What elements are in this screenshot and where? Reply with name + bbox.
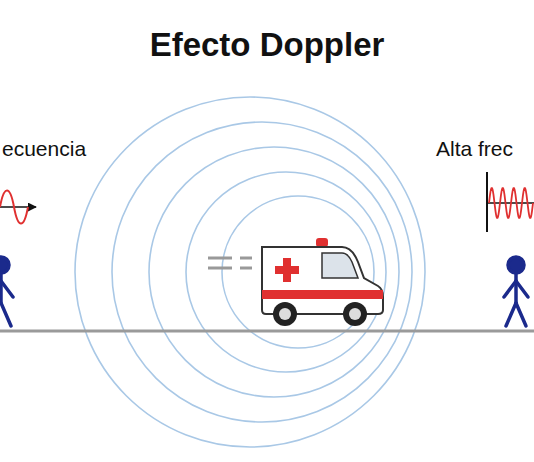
- ground-line: [0, 330, 534, 333]
- diagram-title: Efecto Doppler: [0, 26, 534, 64]
- frequency-label: Alta frec: [436, 137, 513, 161]
- sound-waves: [75, 97, 425, 447]
- listener-left: [0, 257, 13, 326]
- frequency-label: ecuencia: [2, 137, 86, 161]
- low-frequency-wave: [0, 191, 36, 224]
- listener-right: [504, 257, 528, 326]
- ambulance: [208, 238, 383, 326]
- high-frequency-wave: [487, 172, 534, 232]
